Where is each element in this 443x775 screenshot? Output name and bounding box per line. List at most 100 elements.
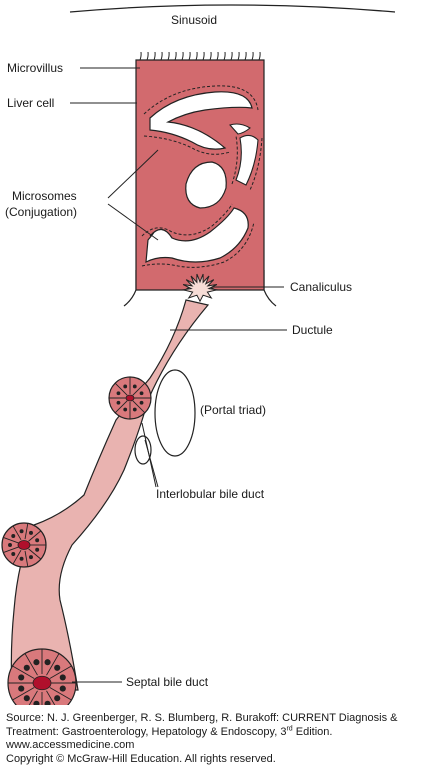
microvillus-tip — [174, 51, 177, 61]
septal-duct-section-nucleus — [44, 700, 51, 705]
septal-duct-section-nucleus — [54, 664, 61, 671]
microvillus-tip — [139, 51, 142, 61]
interlobular-duct-section — [108, 376, 152, 420]
interlobular-duct-section-nucleus — [123, 407, 128, 412]
interlobular-duct-section-cell-border — [114, 382, 128, 396]
duct-section-mid-nucleus — [29, 555, 33, 560]
leader-microsomes-lower — [107, 203, 159, 241]
microvillus-tip — [153, 51, 156, 61]
portal-vein — [154, 369, 196, 457]
canaliculus — [181, 273, 219, 303]
microsome-channel — [149, 91, 253, 150]
duct-section-mid-nucleus — [19, 529, 24, 534]
label-microvillus: Microvillus — [7, 61, 63, 75]
interlobular-duct-section-nucleus — [123, 384, 128, 389]
microvillus-tip — [160, 51, 163, 61]
leader-interlobular-2 — [144, 439, 159, 488]
interlobular-duct-section-nucleus — [116, 391, 121, 396]
septal-duct-section-nucleus — [23, 664, 30, 671]
microvillus-tip — [146, 51, 149, 61]
label-portal-triad: (Portal triad) — [200, 403, 266, 417]
interlobular-duct-section-nucleus — [139, 400, 144, 405]
microvillus-tip — [230, 51, 233, 61]
label-sinusoid: Sinusoid — [171, 13, 217, 27]
liver-cell — [135, 51, 265, 303]
caption-website: www.accessmedicine.com — [6, 739, 135, 751]
duct-section-mid-nucleus — [11, 552, 16, 556]
duct-section-mid-cell-border — [28, 548, 42, 560]
duct-cross-sections — [1, 376, 152, 705]
septal-duct-section-cell-border — [12, 665, 35, 679]
caption-line-2: Treatment: Gastroenterology, Hepatology … — [6, 724, 440, 740]
duct-section-mid-nucleus — [19, 556, 24, 561]
microvillus-tip — [181, 51, 184, 61]
septal-duct-section-nucleus — [44, 659, 51, 666]
neighbor-cell-right — [263, 270, 277, 307]
interlobular-duct-section-nucleus — [139, 391, 144, 396]
microvillus-tip — [244, 51, 247, 61]
leader-microsomes-upper — [107, 149, 159, 199]
septal-duct-section-cell-border — [12, 687, 35, 701]
label-microsomes: Microsomes — [12, 189, 77, 203]
septal-duct-section — [7, 648, 77, 705]
septal-duct-section-lumen — [32, 675, 52, 691]
duct-section-mid-nucleus — [35, 547, 40, 552]
duct-section-mid-nucleus — [11, 534, 16, 538]
duct-section-mid-lumen — [17, 540, 31, 550]
interlobular-duct-section-lumen — [125, 394, 135, 402]
septal-duct-section-nucleus — [18, 674, 25, 681]
microvillus-tip — [188, 51, 191, 61]
septal-duct-section-nucleus — [54, 695, 61, 702]
microvillus-tip — [216, 51, 219, 61]
microsome-nucleus — [185, 161, 227, 209]
duct-section-mid-nucleus — [29, 530, 33, 535]
duct-section-mid-cell-border — [28, 530, 42, 542]
label-liver-cell: Liver cell — [7, 96, 54, 110]
microvillus-tip — [251, 51, 254, 61]
label-ductule: Ductule — [292, 323, 333, 337]
septal-duct-section-nucleus — [23, 695, 30, 702]
label-canaliculus: Canaliculus — [290, 280, 352, 294]
caption-line-2-suffix: Edition. — [292, 725, 333, 738]
microsome-membrane — [141, 203, 255, 268]
microvillus-tip — [223, 51, 226, 61]
interlobular-duct-section-nucleus — [116, 400, 121, 405]
hepatic-artery — [134, 435, 152, 465]
label-septal-bile-duct: Septal bile duct — [126, 675, 209, 689]
label-interlobular-bile-duct: Interlobular bile duct — [156, 487, 265, 501]
duct-section-mid-cell-border — [24, 523, 29, 540]
microvillus-tip — [258, 51, 261, 61]
duct-section-mid-cell-border — [24, 550, 29, 567]
source-caption: Source: N. J. Greenberger, R. S. Blumber… — [6, 712, 440, 766]
caption-copyright: Copyright © McGraw-Hill Education. All r… — [6, 752, 276, 765]
neighbor-cell-left — [123, 270, 137, 307]
microsome-channel — [235, 134, 259, 186]
interlobular-duct-section-nucleus — [132, 384, 137, 389]
microvillus-tip — [202, 51, 205, 61]
duct-section-mid-cell-border — [3, 537, 19, 544]
duct-section-mid-cell-border — [12, 549, 22, 565]
septal-duct-section-nucleus — [33, 700, 40, 705]
septal-duct-section-cell-border — [24, 653, 38, 676]
sinusoid-border — [69, 4, 396, 13]
microvillus-tip — [195, 51, 198, 61]
duct-section-mid — [1, 522, 47, 568]
septal-duct-section-nucleus — [59, 685, 66, 692]
duct-section-mid-cell-border — [3, 546, 19, 553]
interlobular-duct-section-cell-border — [132, 382, 146, 396]
caption-edition-sup: rd — [286, 724, 293, 732]
septal-duct-section-nucleus — [59, 674, 66, 681]
duct-section-mid-cell-border — [12, 525, 22, 541]
septal-duct-section-cell-border — [46, 653, 60, 676]
bile-duct-diagram: Sinusoid — [1, 4, 396, 705]
septal-duct-section-cell-border — [49, 687, 72, 701]
interlobular-duct-section-nucleus — [132, 407, 137, 412]
microsome-membrane — [143, 85, 259, 155]
microsome-channel — [229, 123, 251, 135]
microvillus-tip — [209, 51, 212, 61]
interlobular-duct-section-cell-border — [132, 400, 146, 414]
microsome-channel — [145, 207, 249, 264]
caption-line-2-prefix: Treatment: Gastroenterology, Hepatology … — [6, 725, 287, 738]
septal-duct-section-nucleus — [33, 659, 40, 666]
septal-duct-section-cell-border — [28, 690, 38, 705]
